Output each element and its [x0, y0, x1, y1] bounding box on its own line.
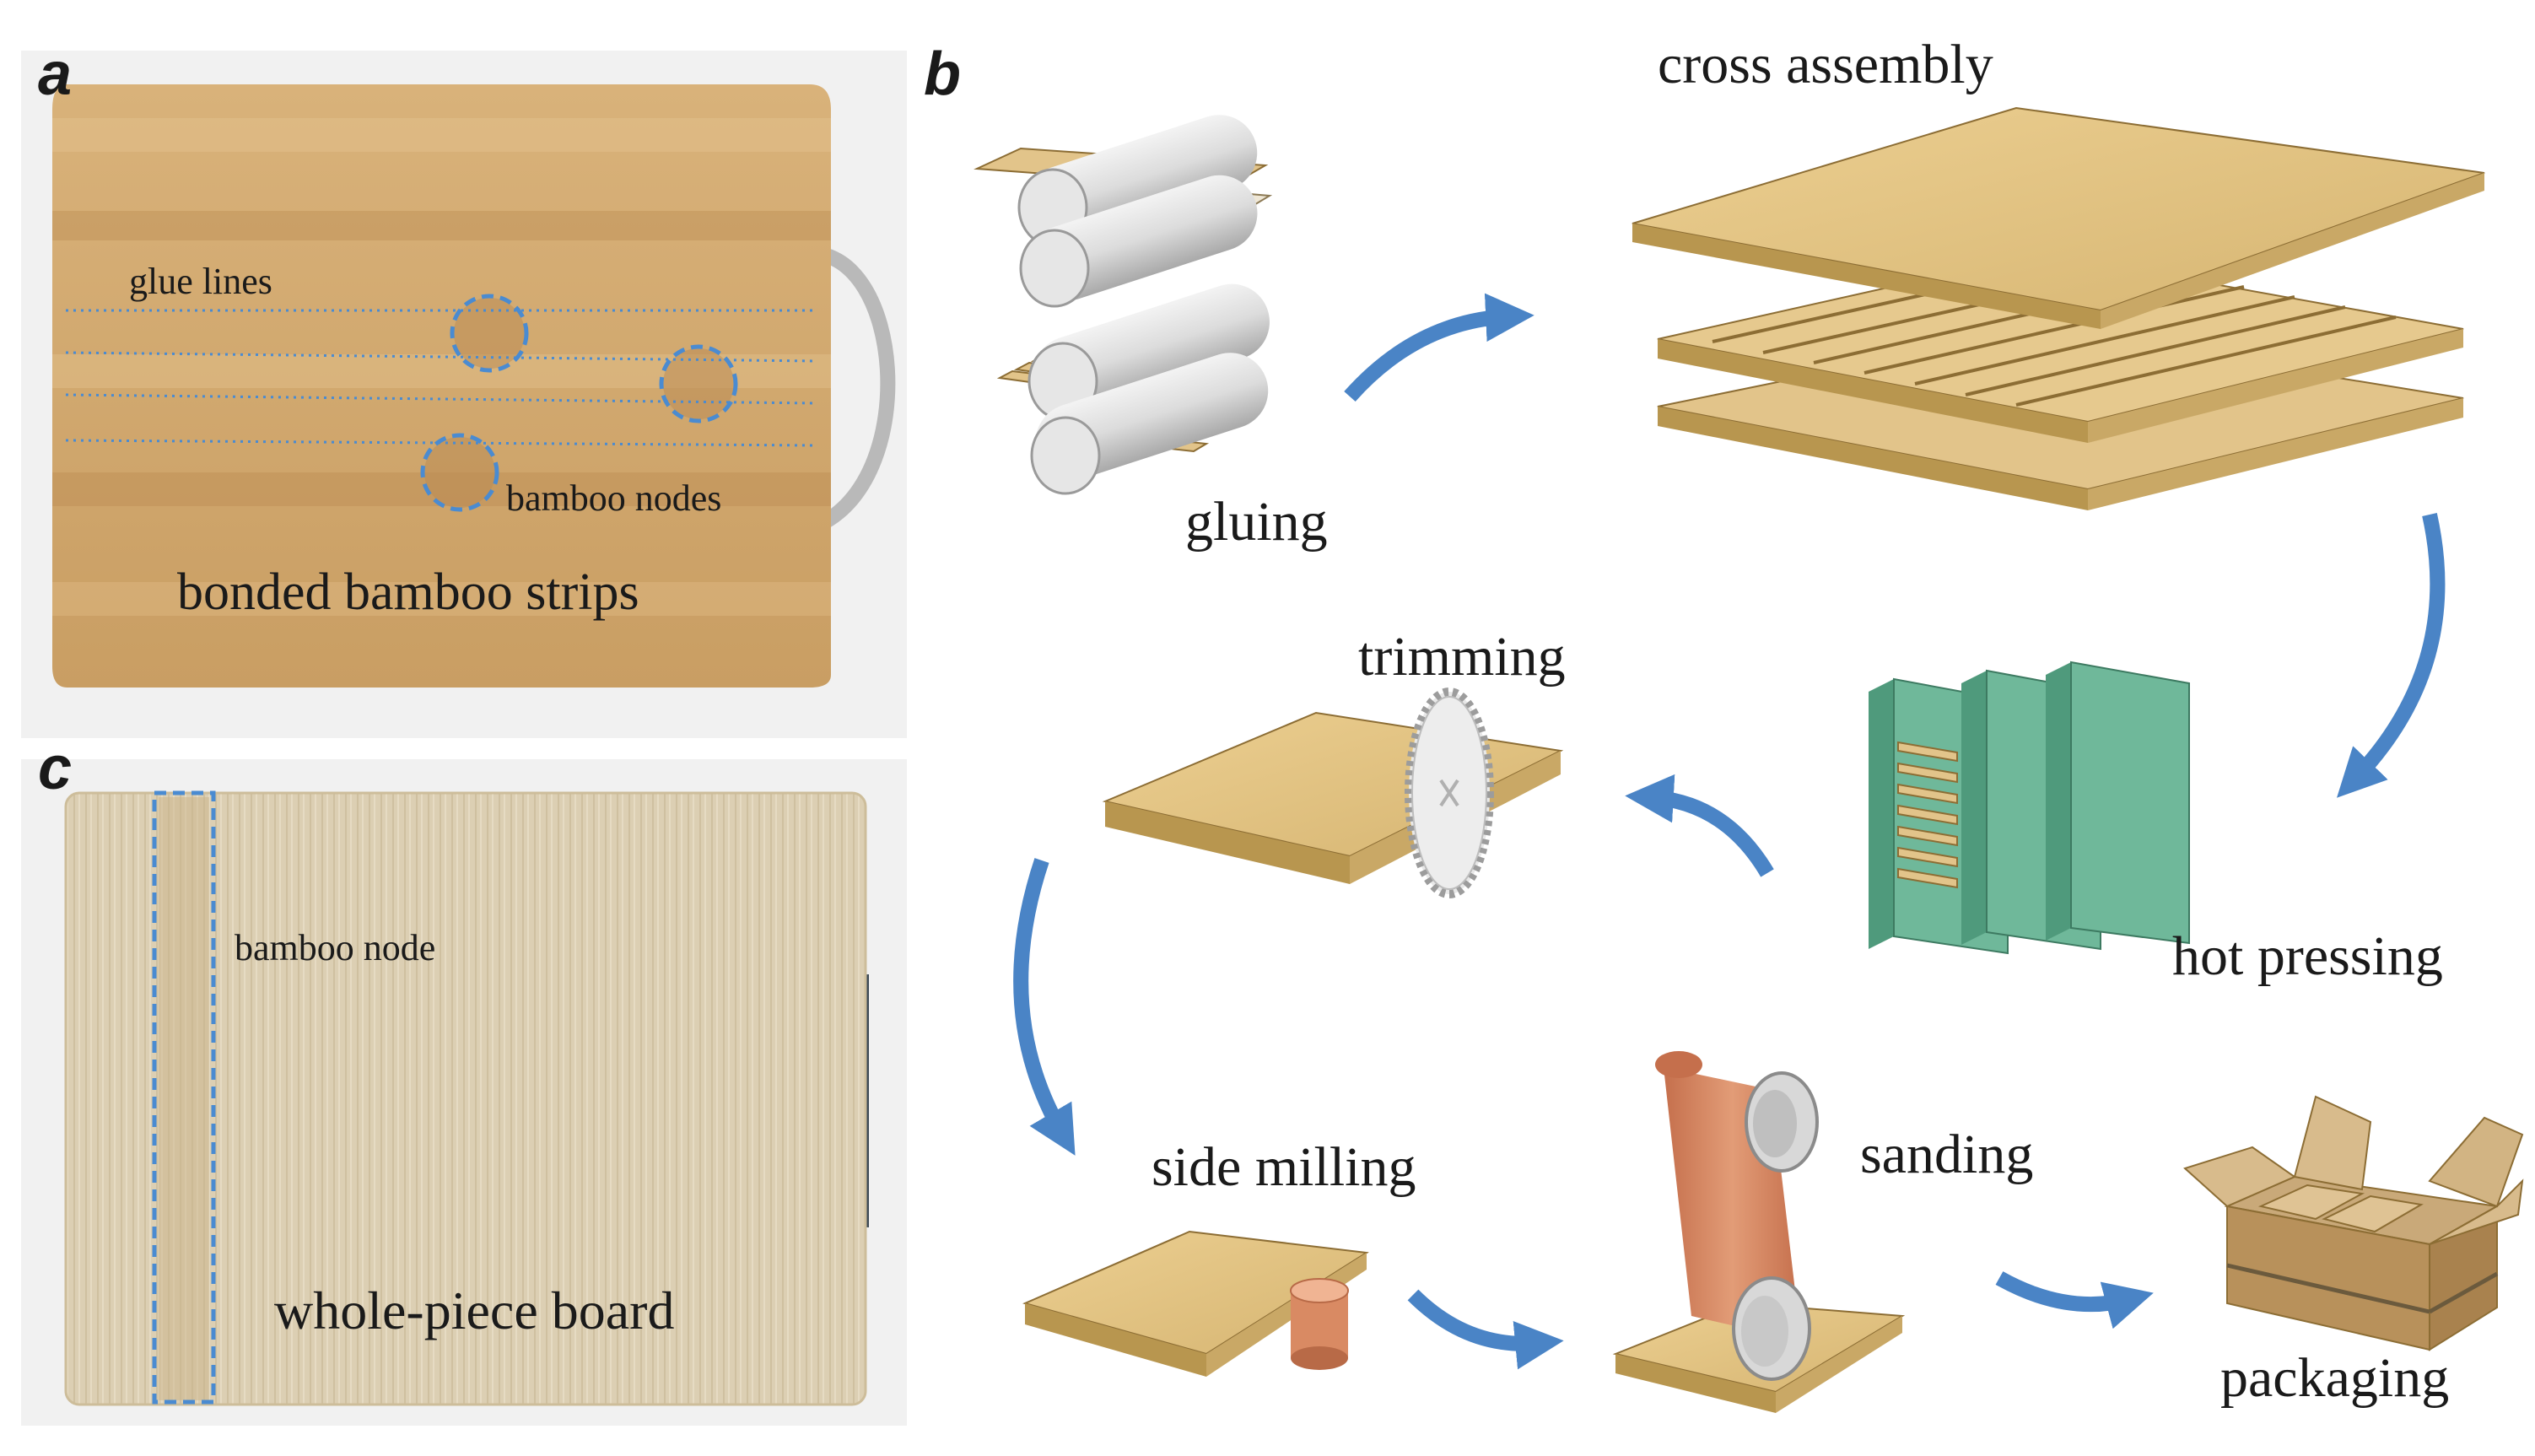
board-handle [809, 245, 896, 530]
step-sanding: sanding [1860, 1124, 2033, 1185]
stacked-boards [1897, 741, 1958, 889]
hot-press-illustration [1869, 661, 2190, 955]
cutting-board-bamboo [52, 84, 831, 688]
cross-assembly-illustration [1632, 106, 2485, 510]
trimming-illustration [1102, 688, 1564, 898]
gluing-illustration [974, 115, 1273, 495]
step-cross-assembly: cross assembly [1658, 34, 1993, 95]
step-side-milling: side milling [1152, 1136, 1416, 1198]
panel-c-letter: c [38, 735, 72, 802]
panel-a-caption: bonded bamboo strips [177, 564, 639, 621]
panel-a-letter: a [38, 40, 72, 108]
bamboo-node-markers [420, 294, 738, 512]
glue-roller [1030, 353, 1269, 495]
flow-arrow [1013, 858, 1076, 1156]
glue-roller [1019, 175, 1258, 308]
flow-arrow [1344, 293, 1534, 402]
milling-cutter-icon [1290, 1278, 1349, 1370]
bamboo-nodes-label: bamboo nodes [506, 477, 721, 519]
step-packaging: packaging [2220, 1347, 2449, 1409]
panel-c-caption: whole-piece board [274, 1281, 674, 1340]
packaging-box-icon [2183, 1095, 2524, 1351]
panel-b-letter: b [924, 40, 961, 108]
flow-arrow [1407, 1289, 1564, 1370]
flow-arrow [1625, 774, 1774, 877]
panel-b: b [924, 34, 2524, 1413]
side-milling-illustration [1022, 1230, 1369, 1377]
glue-lines-label: glue lines [129, 261, 272, 302]
press-plate [2046, 661, 2190, 945]
step-trimming: trimming [1358, 626, 1566, 688]
panel-c: c bamboo node whole-piece board [21, 735, 907, 1426]
saw-blade-icon [1405, 688, 1494, 898]
bamboo-node-label: bamboo node [235, 927, 435, 968]
step-gluing: gluing [1185, 491, 1328, 553]
sanding-roller [1732, 1276, 1811, 1381]
flow-arrow [1995, 1271, 2154, 1329]
sanding-roller [1745, 1071, 1819, 1173]
bamboo-node-marker [152, 790, 216, 1405]
sanding-illustration [1612, 1051, 1906, 1413]
whole-piece-board [66, 793, 866, 1405]
step-hot-pressing: hot pressing [2172, 925, 2443, 987]
flow-arrow [2337, 513, 2446, 798]
panel-a: a glue lines bamboo nodes bonded bamboo … [21, 40, 907, 738]
